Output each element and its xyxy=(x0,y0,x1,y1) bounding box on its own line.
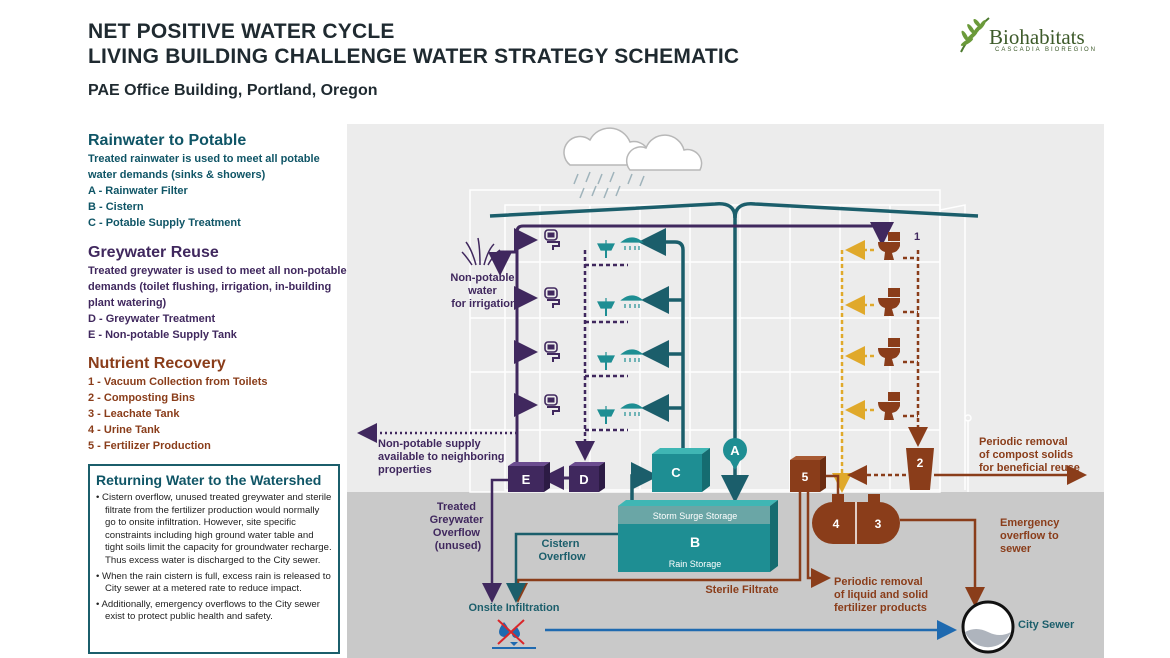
label-city-sewer: City Sewer xyxy=(1018,619,1075,631)
rainwater-filter-a: A xyxy=(723,438,747,470)
shower-icon xyxy=(620,349,644,362)
rainwater-heading: Rainwater to Potable xyxy=(88,132,247,149)
city-sewer-icon xyxy=(961,600,1015,654)
page-title-line-2: LIVING BUILDING CHALLENGE WATER STRATEGY… xyxy=(88,45,740,68)
toilet-icon xyxy=(878,338,900,366)
legend-item-a: A - Rainwater Filter xyxy=(88,185,188,197)
toilet-icon xyxy=(878,392,900,420)
treatment-d-label: D xyxy=(579,472,588,487)
greywater-treatment-d: D xyxy=(569,462,605,492)
label-treated-greywater: Treated Greywater Overflow (unused) xyxy=(430,501,487,552)
legend-item-b: B - Cistern xyxy=(88,201,144,213)
fern-logo-icon xyxy=(960,17,990,53)
label-cistern-overflow: Cistern Overflow xyxy=(538,538,586,563)
water-schematic: A xyxy=(347,124,1104,658)
composting-bin-2: 2 xyxy=(906,448,934,490)
page-title-line-1: NET POSITIVE WATER CYCLE xyxy=(88,20,395,43)
rain-storage-label: Rain Storage xyxy=(669,559,722,569)
toilet-icon xyxy=(878,288,900,316)
watershed-bullet: • Cistern overflow, unused treated greyw… xyxy=(96,492,332,566)
cistern-to-treatment-pipe xyxy=(630,462,659,500)
label-nonpotable-supply: Non-potable supply available to neighbor… xyxy=(378,438,508,476)
cistern-b: Storm Surge Storage B Rain Storage xyxy=(618,500,778,572)
greywater-overflow-pipe xyxy=(482,478,508,603)
page-subtitle: PAE Office Building, Portland, Oregon xyxy=(88,82,378,99)
rainwater-description: Treated rainwater is used to meet all po… xyxy=(88,153,320,181)
watershed-bullet: • When the rain cistern is full, excess … xyxy=(96,570,331,595)
legend-item-d: D - Greywater Treatment xyxy=(88,313,216,325)
fertilizer-production-5: 5 xyxy=(790,456,826,492)
greywater-description: Treated greywater is used to meet all no… xyxy=(88,265,347,309)
label-periodic-compost: Periodic removal of compost solids for b… xyxy=(979,436,1080,474)
treatment-c-label: C xyxy=(671,465,681,480)
tap-icon xyxy=(544,341,560,362)
rainwater-collection-pipe xyxy=(489,202,979,440)
nonpotable-tank-e: E xyxy=(508,462,550,492)
potable-supply-pipes xyxy=(674,240,685,450)
leachate-tank-label: 3 xyxy=(875,517,882,531)
rain-cloud-icon xyxy=(563,127,703,171)
label-onsite-infiltration: Onsite Infiltration xyxy=(468,602,559,614)
shower-icon xyxy=(620,237,644,250)
legend-item-c: C - Potable Supply Treatment xyxy=(88,217,241,229)
legend-item-1: 1 - Vacuum Collection from Toilets xyxy=(88,376,268,388)
vacuum-collection-label-1: 1 xyxy=(914,231,920,243)
watershed-heading: Returning Water to the Watershed xyxy=(96,472,322,488)
label-sterile-filtrate: Sterile Filtrate xyxy=(705,584,778,596)
toilet-icons xyxy=(878,232,900,420)
shower-icon xyxy=(620,295,644,308)
label-periodic-liquid: Periodic removal of liquid and solid fer… xyxy=(834,576,931,614)
label-nonpotable-irrigation: Non-potable water for irrigation xyxy=(450,272,517,310)
building-outline xyxy=(469,189,972,493)
tap-icon xyxy=(544,229,560,250)
greywater-heading: Greywater Reuse xyxy=(88,244,219,261)
filter-a-label: A xyxy=(730,443,740,458)
sink-icon xyxy=(597,352,615,370)
biohabitats-logo: Biohabitats CASCADIA BIOREGION xyxy=(955,12,1105,56)
legend-item-e: E - Non-potable Supply Tank xyxy=(88,329,237,341)
cistern-overflow-pipe xyxy=(506,532,618,603)
sink-icon xyxy=(597,240,615,258)
greywater-collection-pipes xyxy=(575,250,628,461)
tank-e-label: E xyxy=(522,472,531,487)
no-infiltration-icon xyxy=(492,619,536,649)
nutrient-legend: 1 - Vacuum Collection from Toilets 2 - C… xyxy=(88,374,350,454)
legend-item-2: 2 - Composting Bins xyxy=(88,392,195,404)
urine-leachate-tank: 4 3 xyxy=(812,494,900,544)
watershed-box: Returning Water to the Watershed • Ciste… xyxy=(88,464,340,654)
potable-supply-arrows xyxy=(638,228,683,422)
sink-icon xyxy=(597,406,615,424)
grass-icon xyxy=(461,237,501,266)
legend-item-5: 5 - Fertilizer Production xyxy=(88,440,211,452)
legend-item-3: 3 - Leachate Tank xyxy=(88,408,180,420)
logo-name: Biohabitats xyxy=(989,25,1085,49)
label-emergency-overflow: Emergency overflow to sewer xyxy=(1000,517,1062,555)
watershed-bullet: • Additionally, emergency overflows to t… xyxy=(96,598,320,623)
toilet-icon xyxy=(878,232,900,260)
logo-region: CASCADIA BIOREGION xyxy=(995,47,1098,53)
fertilizer-label: 5 xyxy=(802,470,809,484)
nutrient-heading: Nutrient Recovery xyxy=(88,355,226,372)
tap-icon xyxy=(544,287,560,308)
cistern-b-label: B xyxy=(690,534,700,550)
shower-icon xyxy=(620,403,644,416)
sink-icon xyxy=(597,298,615,316)
greywater-legend: Treated greywater is used to meet all no… xyxy=(88,263,350,343)
legend-item-4: 4 - Urine Tank xyxy=(88,424,160,436)
solids-collection-pipes xyxy=(847,250,928,485)
nonpotable-supply-pipes xyxy=(488,222,894,466)
potable-treatment-c: C xyxy=(652,448,710,492)
sink-shower-icons xyxy=(597,237,644,424)
storm-surge-label: Storm Surge Storage xyxy=(653,511,738,521)
rainwater-legend: Treated rainwater is used to meet all po… xyxy=(88,151,350,231)
hose-bib-icons xyxy=(544,229,560,415)
tap-icon xyxy=(544,394,560,415)
rain-drops xyxy=(573,171,645,199)
urine-tank-label: 4 xyxy=(833,517,840,531)
composting-bin-label: 2 xyxy=(917,456,924,470)
vacuum-collection-pipes xyxy=(832,240,874,493)
